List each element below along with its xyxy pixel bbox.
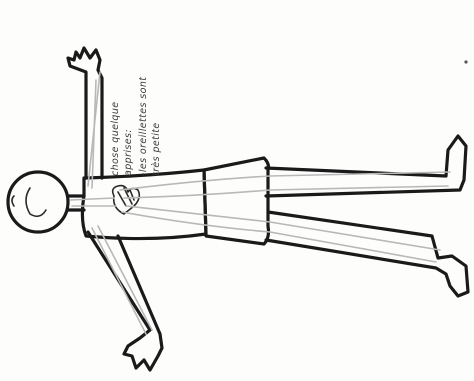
stray-mark [464, 60, 467, 63]
arm-upper [68, 48, 102, 178]
head [8, 172, 68, 232]
face-sketch [26, 188, 46, 216]
annotation: chose quelque apprises: -les oreillettes… [110, 76, 162, 176]
annotation-line-2: apprises: [123, 129, 134, 176]
annotation-line-4: très petite [151, 122, 162, 176]
annotation-line-3: -les oreillettes sont [138, 76, 149, 176]
torso [82, 170, 206, 239]
ear-sketch [12, 196, 14, 206]
annotation-line-1: chose quelque [110, 101, 121, 176]
leg-lower [266, 212, 468, 296]
arm-lower [88, 232, 162, 370]
